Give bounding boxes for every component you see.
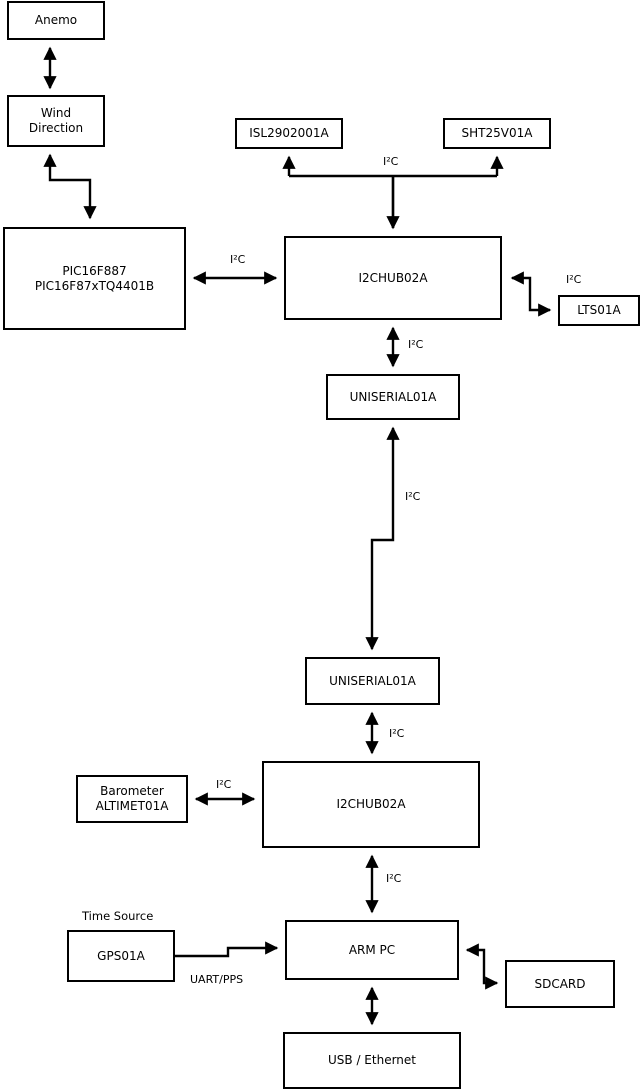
edge-label-uniserial-link: I²C [405,490,421,503]
node-usb-ethernet[interactable]: USB / Ethernet [283,1032,461,1089]
node-uniserial01a-upper-label: UNISERIAL01A [349,389,437,404]
node-i2chub02a-bottom-label: I2CHUB02A [336,797,406,811]
edge-label-hub-uniserial: I²C [408,338,424,351]
edge-label-hub-lts: I²C [566,273,582,286]
node-i2chub02a-top-label: I2CHUB02A [358,270,428,285]
node-sdcard[interactable]: SDCARD [505,960,615,1008]
label-time-source: Time Source [82,909,154,923]
node-i2chub02a-bottom[interactable]: I2CHUB02A [262,761,480,848]
node-gps01a[interactable]: GPS01A [67,930,175,982]
node-isl2902001a[interactable]: ISL2902001A [235,118,343,149]
node-lts01a[interactable]: LTS01A [558,295,640,326]
edge-pic-wind [43,153,97,220]
node-arm-pc-label: ARM PC [348,942,396,957]
node-uniserial01a-upper[interactable]: UNISERIAL01A [326,374,460,420]
node-arm-pc[interactable]: ARM PC [285,920,459,980]
node-pic-mcu-label: PIC16F887 PIC16F87xTQ4401B [34,263,155,293]
node-pic-mcu[interactable]: PIC16F887 PIC16F87xTQ4401B [3,227,186,330]
node-isl2902001a-label: ISL2902001A [249,126,329,140]
edge-armpc-sdcard [465,943,499,990]
node-sht25v01a-label: SHT25V01A [461,126,533,140]
node-wind-direction[interactable]: Wind Direction [7,95,105,147]
node-uniserial01a-lower-label: UNISERIAL01A [329,673,416,688]
node-sdcard-label: SDCARD [534,976,586,991]
edge-label-barometer-hub: I²C [216,778,232,791]
edge-hubtop-lts [510,271,552,317]
edge-label-pic-hub: I²C [230,253,246,266]
node-anemo-label: Anemo [34,13,78,27]
node-wind-direction-label: Wind Direction [28,106,84,135]
node-gps01a-label: GPS01A [97,948,145,963]
node-barometer-altimet01a[interactable]: Barometer ALTIMET01A [76,775,188,823]
edge-label-gps-armpc: UART/PPS [190,973,244,986]
node-barometer-altimet01a-label: Barometer ALTIMET01A [95,784,169,813]
edge-label-uniserial-hub-bottom: I²C [389,727,405,740]
node-usb-ethernet-label: USB / Ethernet [328,1053,416,1067]
node-anemo[interactable]: Anemo [7,1,105,40]
edge-label-hub-armpc: I²C [386,872,402,885]
node-uniserial01a-lower[interactable]: UNISERIAL01A [305,657,440,705]
edge-uniserial-link [365,426,400,651]
edge-label-isl-sht-bus: I²C [383,155,399,168]
edge-gps-armpc [175,941,279,958]
node-lts01a-label: LTS01A [577,303,621,317]
node-sht25v01a[interactable]: SHT25V01A [443,118,551,149]
node-i2chub02a-top[interactable]: I2CHUB02A [284,236,502,320]
edge-hubtop-bus [289,174,497,228]
